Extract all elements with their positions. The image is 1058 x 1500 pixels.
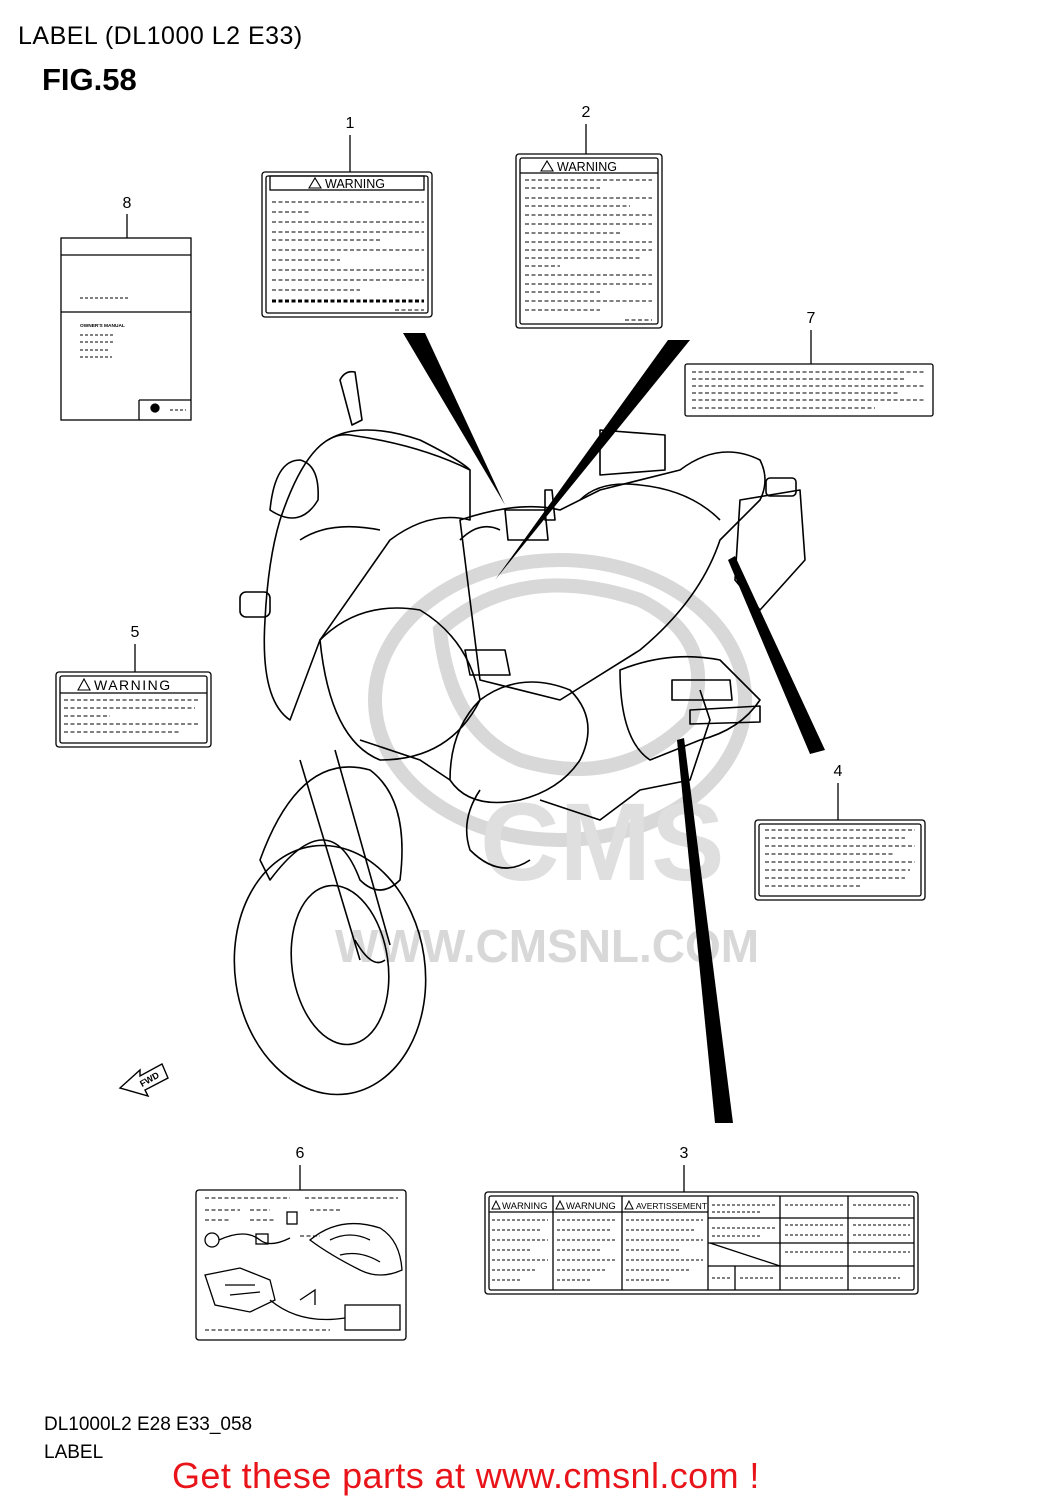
part-1-warning-text: WARNING bbox=[325, 177, 385, 191]
part-5-warning-text: WARNING bbox=[94, 677, 172, 693]
part-3-warning-label[interactable]: 3 WARNING WARNUNG AVERTISSEMENT bbox=[484, 1145, 919, 1295]
part-2-warning-text: WARNING bbox=[557, 160, 617, 174]
callout-number-1: 1 bbox=[346, 115, 355, 132]
watermark-logo: CMS bbox=[368, 553, 752, 904]
callout-number-4: 4 bbox=[834, 763, 843, 780]
callout-number-6: 6 bbox=[296, 1145, 305, 1162]
motorcycle-outline bbox=[233, 370, 806, 1096]
fwd-arrow-icon: FWD bbox=[118, 1063, 169, 1098]
owners-manual-text: OWNER'S MANUAL bbox=[80, 323, 125, 329]
callout-number-3: 3 bbox=[680, 1145, 689, 1162]
callout-number-7: 7 bbox=[807, 310, 816, 327]
part-2-warning-label[interactable]: 2 WARNING bbox=[515, 104, 663, 329]
part-3-warning-de: WARNUNG bbox=[566, 1201, 616, 1212]
diagram-code: DL1000L2 E28 E33_058 bbox=[44, 1414, 253, 1435]
part-7-label[interactable]: 7 bbox=[684, 310, 934, 417]
callout-number-5: 5 bbox=[131, 624, 140, 641]
part-3-warning-en: WARNING bbox=[502, 1201, 548, 1212]
part-8-owners-manual[interactable]: 8 OWNER'S MANUAL bbox=[60, 195, 192, 421]
figure-number: FIG.58 bbox=[42, 62, 137, 97]
leader-lines bbox=[403, 333, 825, 1123]
diagram-header-title: LABEL (DL1000 L2 E33) bbox=[18, 22, 303, 50]
part-4-label[interactable]: 4 bbox=[754, 763, 926, 901]
diagram-label: LABEL bbox=[44, 1442, 104, 1463]
part-3-warning-fr: AVERTISSEMENT bbox=[636, 1201, 707, 1211]
callout-number-8: 8 bbox=[123, 195, 132, 212]
part-5-warning-label[interactable]: 5 WARNING bbox=[55, 624, 212, 748]
part-1-warning-label[interactable]: 1 WARNING bbox=[261, 115, 433, 318]
part-6-label[interactable]: 6 bbox=[195, 1145, 407, 1341]
watermark-url: WWW.CMSNL.COM bbox=[335, 920, 759, 972]
callout-number-2: 2 bbox=[582, 104, 591, 121]
promo-link[interactable]: Get these parts at www.cmsnl.com ! bbox=[172, 1455, 760, 1496]
